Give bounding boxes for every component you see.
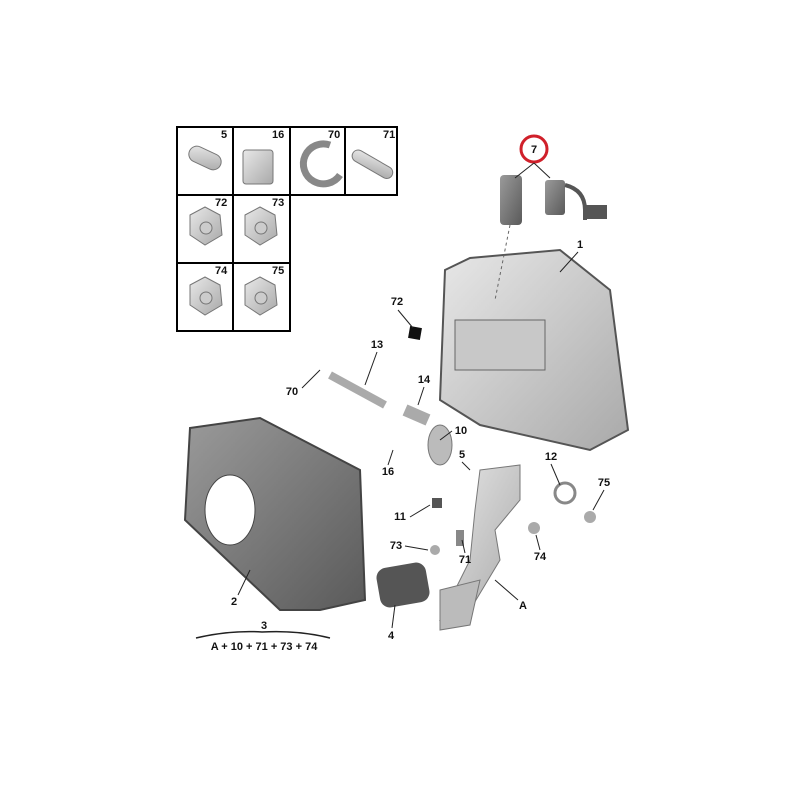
legend-label-74: 74: [215, 265, 228, 277]
legend-label-5: 5: [221, 129, 228, 141]
callout-72[interactable]: 72: [390, 296, 404, 308]
callout-70[interactable]: 70: [285, 386, 299, 398]
highlight-circle: [519, 134, 549, 164]
callout-11[interactable]: 11: [394, 511, 406, 523]
legend-label-70: 70: [328, 129, 341, 141]
leader-lines: [195, 162, 605, 639]
callout-A[interactable]: A: [519, 600, 527, 612]
pedal-pad: [376, 562, 430, 608]
callout-16[interactable]: 16: [381, 466, 395, 478]
callout-3[interactable]: 3: [260, 620, 268, 632]
callout-73[interactable]: 73: [389, 540, 403, 552]
legend-part-icons: [188, 140, 394, 316]
pedal-switch: [500, 175, 522, 225]
callout-12[interactable]: 12: [544, 451, 558, 463]
bulkhead-panel: [183, 416, 367, 611]
callout-14[interactable]: 14: [417, 374, 431, 386]
connector: [545, 180, 565, 215]
callout-1[interactable]: 1: [576, 239, 584, 251]
callout-4[interactable]: 4: [387, 630, 395, 642]
callout-5[interactable]: 5: [458, 449, 466, 461]
kit-formula: A + 10 + 71 + 73 + 74: [210, 641, 318, 653]
legend-label-71: 71: [383, 129, 396, 141]
callout-7[interactable]: 7: [530, 144, 538, 156]
callout-13[interactable]: 13: [370, 339, 384, 351]
callout-10[interactable]: 10: [454, 425, 468, 437]
nut-72-marker: [408, 326, 422, 340]
legend-grid: [176, 126, 398, 332]
legend-label-72: 72: [215, 197, 228, 209]
legend-label-73: 73: [272, 197, 285, 209]
callout-2[interactable]: 2: [230, 596, 238, 608]
callout-75[interactable]: 75: [597, 477, 611, 489]
clutch-pedal: [439, 464, 521, 621]
legend-label-16: 16: [272, 129, 285, 141]
legend-label-75: 75: [272, 265, 285, 277]
callout-71[interactable]: 71: [458, 554, 472, 566]
callout-74[interactable]: 74: [533, 551, 547, 563]
